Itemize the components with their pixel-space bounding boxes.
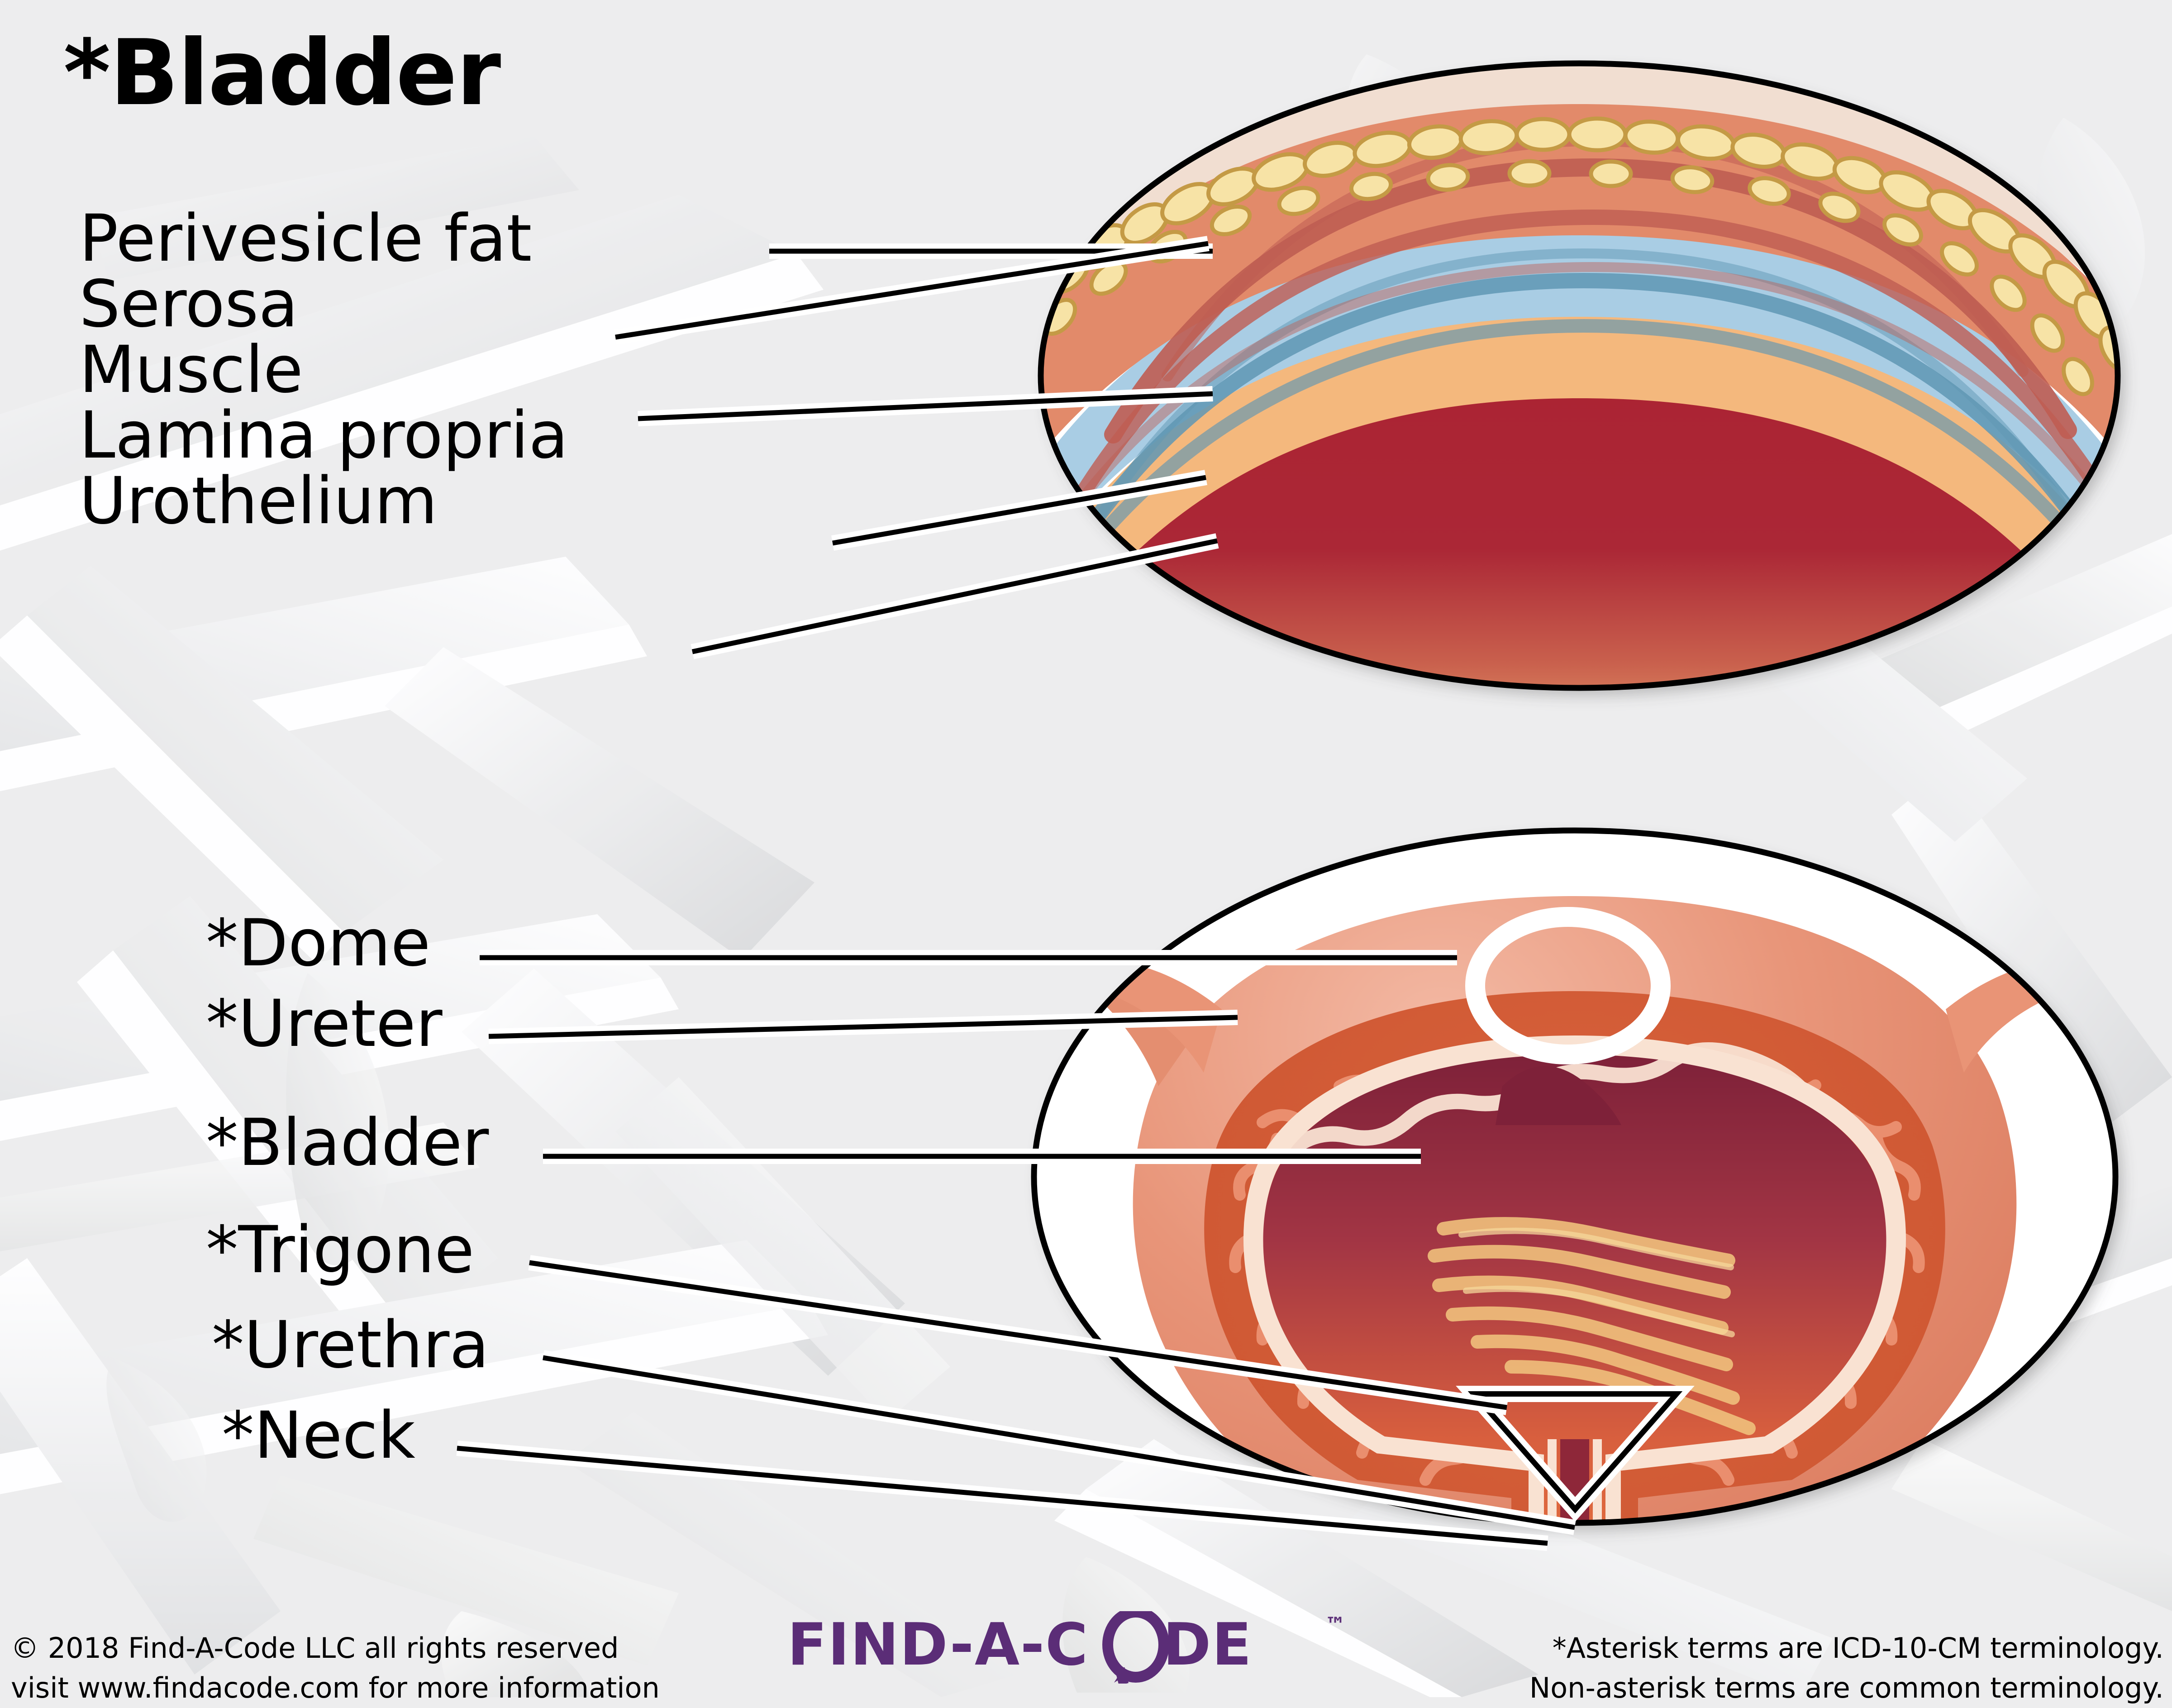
terminology-note-line-2: Non-asterisk terms are common terminolog… [1529,1671,2164,1705]
label-serosa: Serosa [79,266,299,342]
label-ureter: *Ureter [206,986,443,1061]
logo-trademark: ™ [1325,1613,1346,1637]
label-dome: *Dome [206,905,431,981]
label-urethra: *Urethra [212,1307,489,1383]
bladder-leader-lines [456,950,1576,1551]
logo-text-part-2: DE [1163,1611,1253,1679]
wall-leader-lines [614,236,1219,659]
label-urothelium: Urothelium [79,463,438,539]
wall-cross-section-group [1038,60,2121,691]
magnifying-glass-icon [1102,1607,1169,1686]
terminology-note-block: *Asterisk terms are ICD-10-CM terminolog… [1529,1628,2164,1708]
label-lamina-propria: Lamina propria [79,397,568,473]
logo-text-part-1: FIND-A-C [787,1611,1089,1679]
label-perivesicle-fat: Perivesicle fat [79,200,532,276]
label-muscle: Muscle [79,332,303,407]
label-neck: *Neck [222,1398,415,1473]
findacode-logo[interactable]: FIND-A-C DE ™ [787,1607,1376,1686]
copyright-line-1: © 2018 Find-A-Code LLC all rights reserv… [11,1632,619,1665]
terminology-note-line-1: *Asterisk terms are ICD-10-CM terminolog… [1552,1632,2164,1665]
label-trigone: *Trigone [206,1212,475,1288]
bladder-cross-section-group [1031,827,2119,1526]
label-bladder: *Bladder [206,1105,489,1180]
page-title: *Bladder [63,20,501,126]
copyright-block: © 2018 Find-A-Code LLC all rights reserv… [11,1628,660,1708]
copyright-line-2: visit www.findacode.com for more informa… [11,1671,660,1705]
ureter-orifice-ring [1465,907,1671,1064]
